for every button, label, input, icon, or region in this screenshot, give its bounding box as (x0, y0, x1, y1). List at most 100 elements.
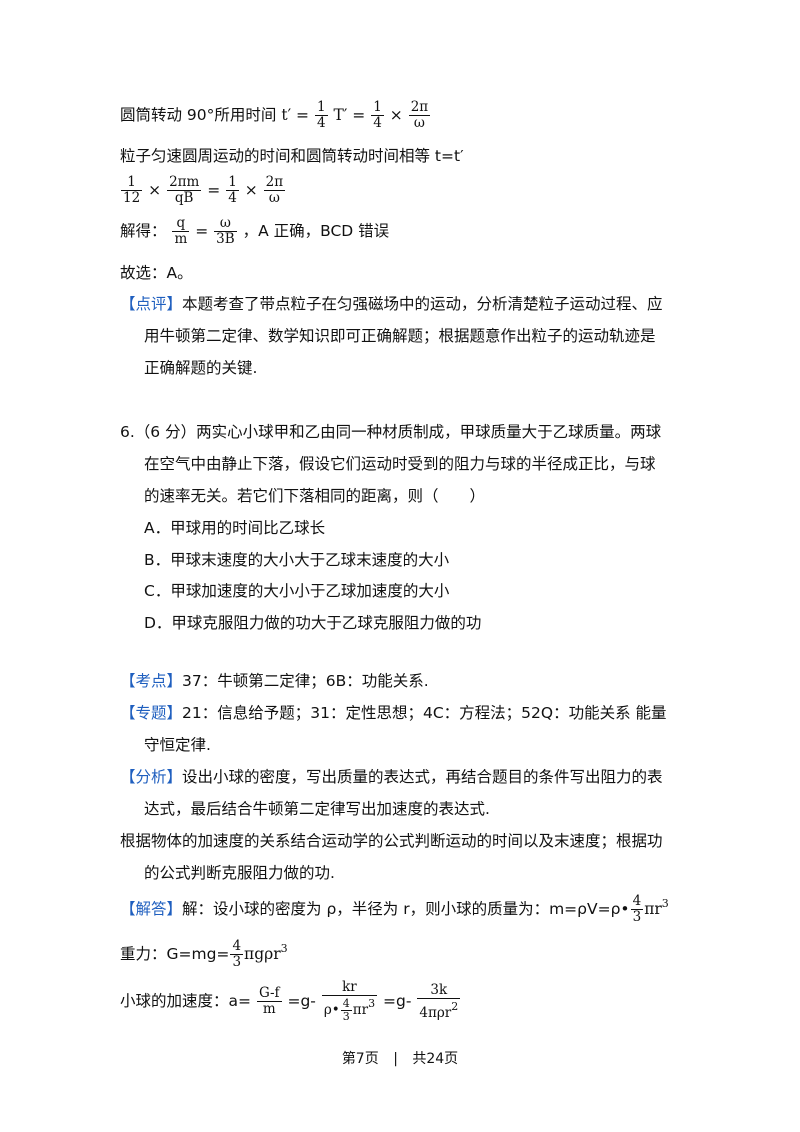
math-symbol: = (195, 222, 209, 240)
question-stem-line-2: 在空气中由静止下落，假设它们运动时受到的阻力与球的半径成正比，与球 (144, 455, 656, 473)
page-footer: 第7页 | 共24页 (0, 1048, 800, 1068)
math-symbol: =g- (287, 992, 316, 1010)
fenxi-line-4: 的公式判断克服阻力做的功. (144, 864, 335, 882)
denominator: qB (167, 190, 202, 206)
math-symbol: πr (644, 900, 662, 918)
question-stem-line-3: 的速率无关。若它们下落相同的距离，则（ ） (144, 487, 486, 505)
numerator: 2π (265, 174, 284, 190)
comment-line-2: 用牛顿第二定律、数学知识即可正确解题；根据题意作出粒子的运动轨迹是 (144, 327, 656, 345)
numerator: 1 (228, 174, 237, 190)
superscript: 2 (451, 999, 459, 1013)
math-symbol: = (296, 106, 310, 124)
denominator: 3 (340, 1010, 352, 1023)
fraction: 3k 4πρr2 (417, 982, 461, 1021)
kaodian-tag: 【考点】 (120, 672, 183, 690)
numerator: 4 (342, 997, 350, 1010)
footer-separator: | (393, 1051, 398, 1067)
denominator: 3B (214, 231, 237, 247)
option-d: D．甲球克服阻力做的功大于乙球克服阻力做的功 (144, 614, 482, 632)
fenxi-line-3: 根据物体的加速度的关系结合运动学的公式判断运动的时间以及末速度；根据功 (120, 832, 663, 850)
denominator: 12 (121, 190, 143, 206)
kaodian-line: 【考点】37：牛顿第二定律；6B：功能关系. (120, 670, 429, 692)
math-symbol: = (352, 106, 366, 124)
numerator: 4 (232, 938, 242, 954)
text-segment: 重力：G=mg= (120, 945, 230, 963)
denominator: ω (408, 115, 431, 131)
text-segment: 圆筒转动 90°所用时间 (120, 106, 277, 124)
numerator: G-f (258, 985, 280, 1001)
denominator: m (256, 1001, 282, 1017)
option-a: A．甲球用的时间比乙球长 (144, 519, 326, 537)
zhuanti-tag: 【专题】 (120, 704, 183, 722)
page-number: 第7页 (341, 1051, 379, 1067)
question-stem-line-1: 6.（6 分）两实心小球甲和乙由同一种材质制成，甲球质量大于乙球质量。两球 (120, 423, 662, 441)
comment-line-3: 正确解题的关键. (144, 359, 258, 377)
denominator: 3 (630, 909, 644, 925)
math-symbol: × (148, 181, 162, 199)
math-symbol: T′ (333, 106, 348, 124)
math-symbol: 4πρr (419, 1004, 452, 1021)
numerator: q (176, 215, 186, 231)
zhuanti-line-2: 守恒定律. (144, 736, 211, 754)
text-segment: 设出小球的密度，写出质量的表达式，再结合题目的条件写出阻力的表 (182, 768, 663, 786)
text-segment: ，A 正确，BCD 错误 (242, 222, 390, 240)
numerator: 4 (632, 893, 642, 909)
denominator: ω (263, 190, 286, 206)
denominator: 4 (226, 190, 239, 206)
text-segment: 21：信息给予题；31：定性思想；4C：方程法；52Q：功能关系 能量 (182, 704, 667, 722)
text-segment: 本题考查了带点粒子在匀强磁场中的运动，分析清楚粒子运动过程、应 (182, 295, 663, 313)
superscript: 3 (280, 942, 288, 955)
text-line: 粒子匀速圆周运动的时间和圆筒转动时间相等 t=t′ (120, 147, 464, 165)
denominator: 4πρr2 (417, 997, 461, 1021)
denominator: 4 (314, 115, 328, 131)
text-segment: 小球的加速度：a= (120, 992, 251, 1010)
fenxi-line-2: 达式，最后结合牛顿第二定律写出加速度的表达式. (144, 800, 490, 818)
denominator: m (172, 231, 190, 247)
math-symbol: t′ (281, 106, 292, 124)
option-c: C．甲球加速度的大小小于乙球加速度的大小 (144, 582, 450, 600)
math-symbol: ρ• (323, 1002, 340, 1018)
jieda-tag: 【解答】 (120, 900, 183, 918)
denominator: 3 (230, 954, 244, 970)
fenxi-line-1: 【分析】设出小球的密度，写出质量的表达式，再结合题目的条件写出阻力的表 (120, 766, 663, 788)
numerator: 1 (127, 174, 136, 190)
math-symbol: πr (352, 1002, 369, 1018)
math-symbol: πgρr (244, 945, 281, 963)
superscript: 3 (661, 897, 669, 910)
denominator: 4 (371, 115, 384, 131)
math-symbol: × (389, 106, 403, 124)
text-segment: 解：设小球的密度为 ρ，半径为 r，则小球的质量为：m=ρV=ρ• (182, 900, 630, 918)
total-pages: 共24页 (412, 1051, 459, 1067)
answer-line: 故选：A。 (120, 264, 193, 282)
numerator: 2π (410, 99, 429, 115)
fenxi-tag: 【分析】 (120, 768, 183, 786)
numerator: 2πm (169, 174, 200, 190)
numerator: kr (342, 979, 357, 995)
math-symbol: =g- (383, 992, 412, 1010)
comment-line-1: 【点评】本题考查了带点粒子在匀强磁场中的运动，分析清楚粒子运动过程、应 (120, 293, 663, 315)
text-segment: 37：牛顿第二定律；6B：功能关系. (182, 672, 429, 690)
zhuanti-line-1: 【专题】21：信息给予题；31：定性思想；4C：方程法；52Q：功能关系 能量 (120, 702, 667, 724)
numerator: 1 (316, 99, 326, 115)
math-symbol: × (244, 181, 258, 199)
numerator: ω (219, 215, 231, 231)
numerator: 1 (373, 99, 382, 115)
comment-tag: 【点评】 (120, 295, 183, 313)
superscript: 3 (368, 997, 376, 1010)
